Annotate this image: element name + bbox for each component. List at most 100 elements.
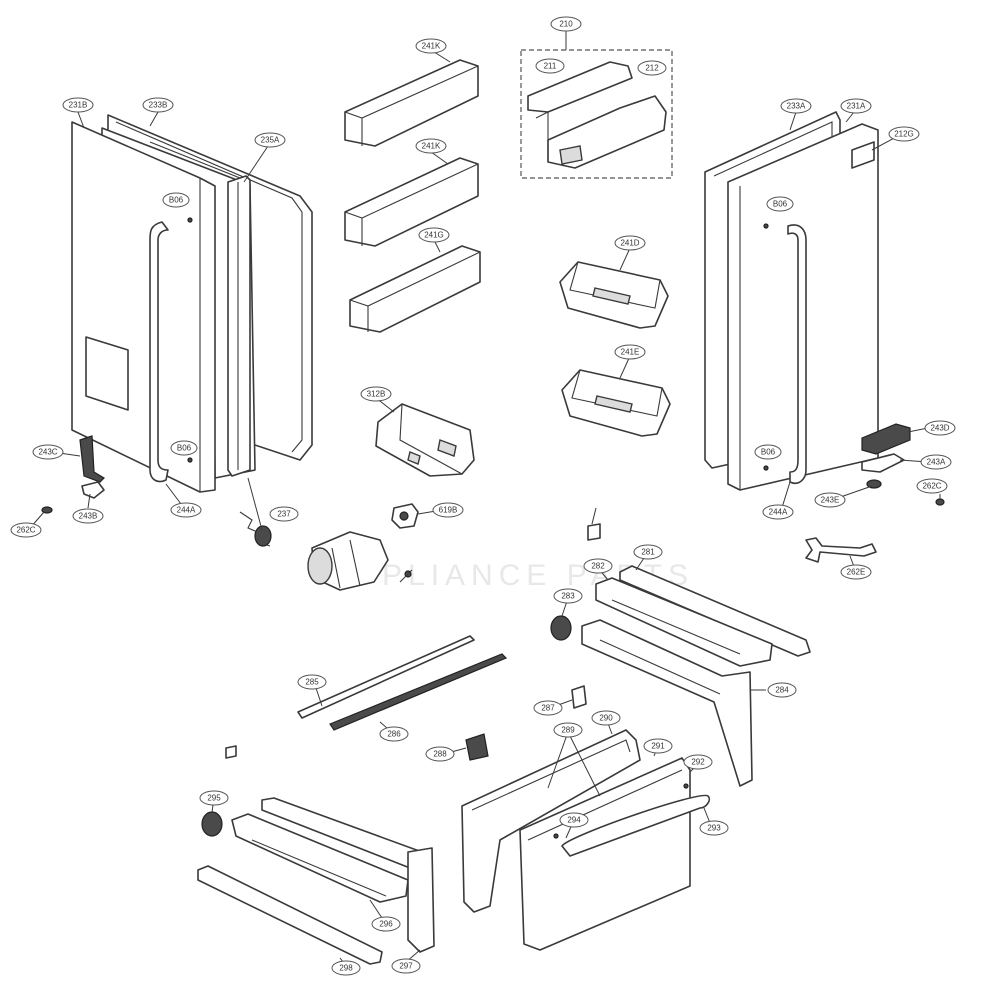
svg-text:290: 290: [599, 714, 613, 723]
upper-drawer-slide: [595, 577, 773, 667]
door-bin-241k-lower: [344, 157, 479, 247]
callout-drawer-clip-lower: 288: [425, 746, 455, 762]
callout-212: 212: [637, 60, 667, 76]
callout-bottom-rail: 298: [331, 960, 361, 976]
callout-241g: 241G: [418, 227, 450, 243]
callout-upper-rail: 281: [633, 544, 663, 560]
drawer-seal-lower: [329, 653, 508, 731]
callout-upper-gear: 283: [553, 588, 583, 604]
svg-text:294: 294: [567, 816, 581, 825]
bottom-drawer-rail: [197, 865, 383, 965]
callout-drawer-handle-2: 293: [699, 820, 729, 836]
callout-241k-lower: 241K: [415, 138, 447, 154]
svg-text:297: 297: [399, 962, 413, 971]
svg-text:235A: 235A: [261, 136, 280, 145]
door-bin-241g: [349, 245, 481, 333]
callout-231a: 231A: [840, 98, 872, 114]
callout-drawer-clip: 287: [533, 700, 563, 716]
door-bin-241k-upper: [344, 59, 479, 147]
svg-text:292: 292: [691, 758, 705, 767]
left-door-label-sticker: [85, 336, 129, 411]
callout-210: 210: [550, 16, 582, 32]
svg-text:233A: 233A: [787, 102, 806, 111]
callout-237: 237: [269, 506, 299, 522]
svg-text:295: 295: [207, 794, 221, 803]
svg-text:293: 293: [707, 824, 721, 833]
svg-text:298: 298: [339, 964, 353, 973]
left-door-screw-bottom: [187, 457, 193, 463]
svg-text:241E: 241E: [621, 348, 640, 357]
door-bins: [344, 59, 481, 333]
right-door-screw-top: [763, 223, 769, 229]
svg-text:244A: 244A: [769, 508, 788, 517]
freezer-drawer-handle: [561, 794, 711, 857]
svg-text:231B: 231B: [69, 101, 88, 110]
callout-243c: 243C: [32, 444, 64, 460]
svg-text:241D: 241D: [620, 239, 639, 248]
svg-text:282: 282: [591, 562, 605, 571]
callout-drawer-front: 290: [591, 710, 621, 726]
hinge-wrench-262e: [805, 537, 877, 563]
svg-text:289: 289: [561, 726, 575, 735]
callout-619b: 619B: [432, 502, 464, 518]
callout-b06-left-bottom: B06: [170, 440, 198, 456]
freezer-drawer-gasket: [461, 729, 641, 913]
callout-upper-slide: 282: [583, 558, 613, 574]
svg-text:286: 286: [387, 730, 401, 739]
svg-text:241K: 241K: [422, 42, 441, 51]
callout-233a: 233A: [780, 98, 812, 114]
small-clip-center: [587, 523, 601, 541]
callout-241e: 241E: [614, 344, 646, 360]
callout-left-bracket: 297: [391, 958, 421, 974]
freezer-drawer-front: [519, 757, 691, 951]
callout-233b: 233B: [142, 97, 174, 113]
callout-231b: 231B: [62, 97, 94, 113]
svg-text:281: 281: [641, 548, 655, 557]
callout-drawer-gasket: 289: [553, 722, 583, 738]
svg-text:283: 283: [561, 592, 575, 601]
svg-text:211: 211: [544, 62, 557, 71]
bin-kit-210: [520, 49, 673, 179]
callout-312b: 312B: [360, 386, 392, 402]
freezer-rails-left: [197, 797, 435, 965]
svg-text:262C: 262C: [16, 526, 35, 535]
ice-bucket-312b: [375, 403, 475, 477]
callout-235a: 235A: [254, 132, 286, 148]
svg-text:291: 291: [651, 742, 665, 751]
callout-212g: 212G: [888, 126, 920, 142]
upper-drawer-rail: [619, 565, 811, 657]
right-door-logo-plate: [851, 141, 875, 169]
svg-text:241G: 241G: [424, 231, 444, 240]
right-door-screw-bottom: [763, 465, 769, 471]
lower-drawer-slide: [231, 813, 409, 903]
ice-bucket-body: [375, 403, 475, 477]
svg-text:212: 212: [645, 64, 659, 73]
callout-right-bracket: 284: [767, 682, 797, 698]
drawer-seals: [297, 635, 508, 731]
callout-seal-upper: 285: [297, 674, 327, 690]
callout-seal-lower: 286: [379, 726, 409, 742]
svg-text:B06: B06: [761, 448, 776, 457]
svg-text:B06: B06: [177, 444, 192, 453]
svg-text:212G: 212G: [894, 130, 914, 139]
crisper-bins: [559, 261, 671, 437]
drawer-clip-upper: [571, 685, 587, 709]
hinge-spring-coil: [254, 525, 272, 547]
svg-text:287: 287: [541, 704, 555, 713]
drawer-clip-lower: [465, 733, 489, 761]
svg-text:243A: 243A: [927, 458, 946, 467]
svg-text:619B: 619B: [439, 506, 458, 515]
svg-text:296: 296: [379, 920, 393, 929]
callout-243e: 243E: [814, 492, 846, 508]
left-lower-hinge: [81, 481, 105, 499]
right-hinge-243d: [861, 423, 911, 455]
callout-b06-left-top: B06: [162, 192, 190, 208]
svg-text:285: 285: [305, 678, 319, 687]
svg-text:210: 210: [559, 20, 573, 29]
small-clip-left: [225, 745, 237, 759]
left-hinge-bracket: [79, 435, 105, 483]
callout-243d: 243D: [924, 420, 956, 436]
callout-262e: 262E: [840, 564, 872, 580]
bin-kit-clip: [559, 145, 583, 165]
callout-243a: 243A: [920, 454, 952, 470]
